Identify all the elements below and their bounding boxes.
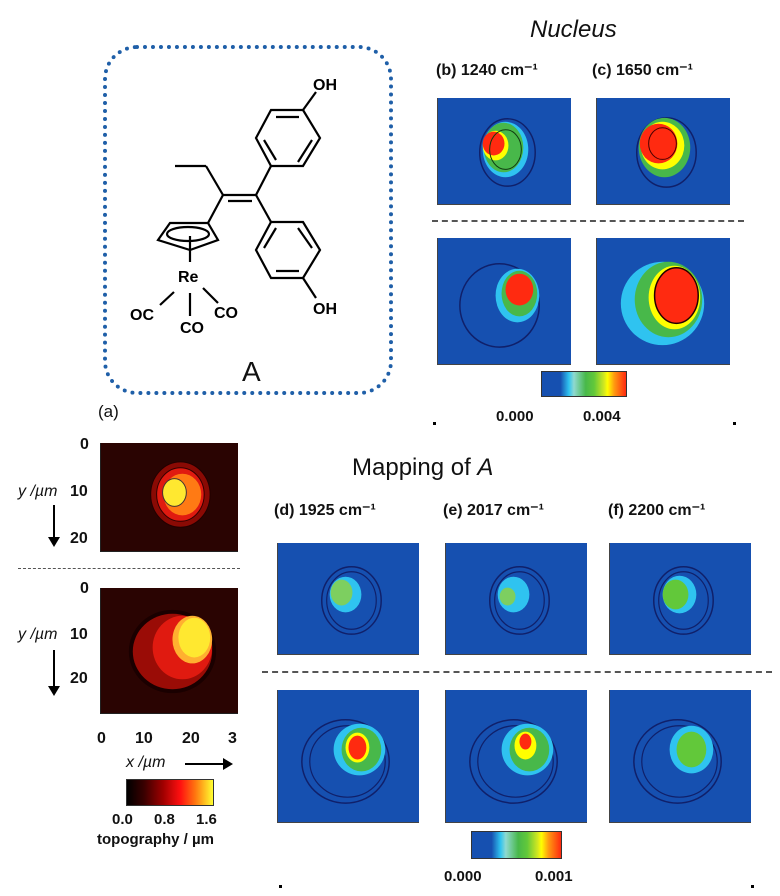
topo-tick: 0.0	[112, 811, 133, 828]
mapping-title-italic: A	[477, 454, 494, 481]
nucleus-colorbar-max: 0.004	[583, 408, 621, 425]
topography-colorbar	[126, 779, 214, 806]
molecule-frame	[103, 45, 393, 395]
dot-marker	[279, 885, 282, 888]
y-tick: 0	[80, 436, 89, 453]
y-axis-label: y /µm	[18, 626, 58, 643]
svg-text:CO: CO	[214, 305, 238, 322]
panel-e-label: (e) 2017 cm⁻¹	[443, 502, 544, 519]
x-tick: 3	[228, 730, 237, 747]
dot-marker	[733, 422, 736, 425]
mapping-divider	[262, 671, 772, 673]
panel-d-label: (d) 1925 cm⁻¹	[274, 502, 376, 519]
topography-top-map	[100, 443, 238, 552]
y-tick: 10	[70, 483, 88, 500]
y-arrow	[48, 505, 60, 547]
panel-c-top-map	[596, 98, 730, 205]
mapping-title-prefix: Mapping of	[352, 454, 478, 481]
nucleus-divider	[432, 220, 744, 222]
molecule-structure: OH OH Re OC CO CO	[130, 77, 337, 337]
panel-f-top-map	[609, 543, 751, 655]
y-tick: 20	[70, 530, 88, 547]
svg-text:OH: OH	[313, 301, 337, 318]
y-tick: 0	[80, 580, 89, 597]
nucleus-colorbar-min: 0.000	[496, 408, 534, 425]
x-tick: 20	[182, 730, 200, 747]
dot-marker	[433, 422, 436, 425]
mapping-colorbar-max: 0.001	[535, 868, 573, 885]
panel-c-bottom-map	[596, 238, 730, 365]
nucleus-colorbar	[541, 371, 627, 397]
x-axis-label: x /µm	[126, 754, 166, 771]
panel-f-label: (f) 2200 cm⁻¹	[608, 502, 706, 519]
panel-b-top-map	[437, 98, 571, 205]
panel-f-bottom-map	[609, 690, 751, 823]
molecule-label: A	[242, 356, 261, 387]
x-arrow	[185, 758, 233, 770]
panel-d-top-map	[277, 543, 419, 655]
x-tick: 10	[135, 730, 153, 747]
mapping-colorbar	[471, 831, 562, 859]
y-tick: 10	[70, 626, 88, 643]
nucleus-title: Nucleus	[530, 16, 617, 43]
topo-tick: 0.8	[154, 811, 175, 828]
dot-marker	[751, 885, 754, 888]
panel-e-bottom-map	[445, 690, 587, 823]
y-tick: 20	[70, 670, 88, 687]
panel-e-top-map	[445, 543, 587, 655]
topography-bottom-map	[100, 588, 238, 714]
y-axis-label: y /µm	[18, 483, 58, 500]
mapping-title: Mapping of A	[352, 454, 493, 482]
topo-tick: 1.6	[196, 811, 217, 828]
x-tick: 0	[97, 730, 106, 747]
mapping-colorbar-min: 0.000	[444, 868, 482, 885]
svg-text:OC: OC	[130, 307, 154, 324]
svg-text:CO: CO	[180, 320, 204, 337]
topography-divider	[18, 568, 240, 569]
y-arrow	[48, 650, 60, 696]
topography-colorbar-label: topography / µm	[97, 831, 214, 848]
panel-d-bottom-map	[277, 690, 419, 823]
panel-b-label: (b) 1240 cm⁻¹	[436, 62, 538, 79]
panel-b-bottom-map	[437, 238, 571, 365]
svg-text:OH: OH	[313, 77, 337, 94]
panel-c-label: (c) 1650 cm⁻¹	[592, 62, 693, 79]
panel-a-label: (a)	[98, 402, 119, 421]
svg-text:Re: Re	[178, 269, 199, 286]
